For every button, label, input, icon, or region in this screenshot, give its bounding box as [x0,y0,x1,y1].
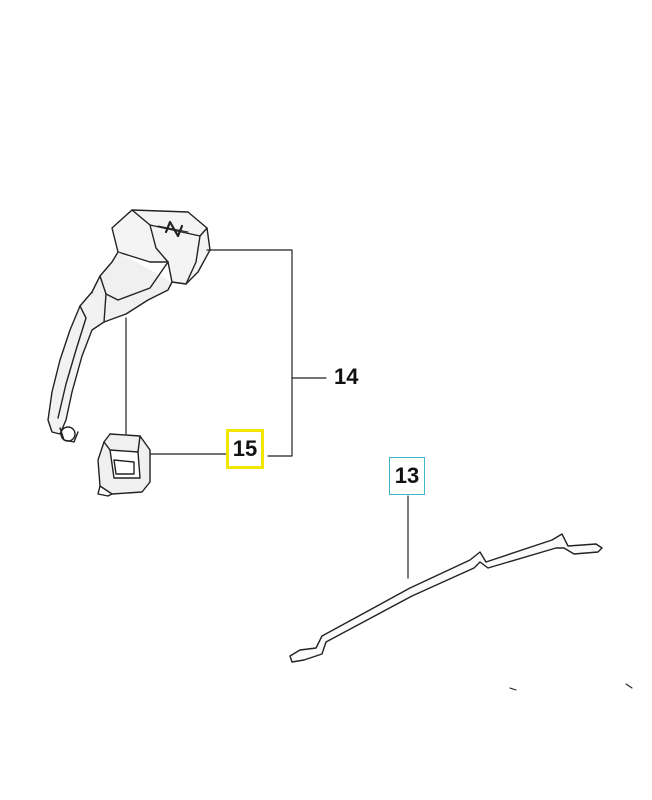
lever-handle-part [47,209,327,457]
clip-part [97,433,227,497]
callout-part-15[interactable]: 15 [226,429,264,469]
wire-rod-part [289,495,603,663]
callout-part-14[interactable]: 14 [334,364,359,389]
callout-part-15-label: 15 [232,436,258,461]
callout-part-13[interactable]: 13 [389,457,425,495]
callout-part-13-label: 13 [394,463,420,488]
